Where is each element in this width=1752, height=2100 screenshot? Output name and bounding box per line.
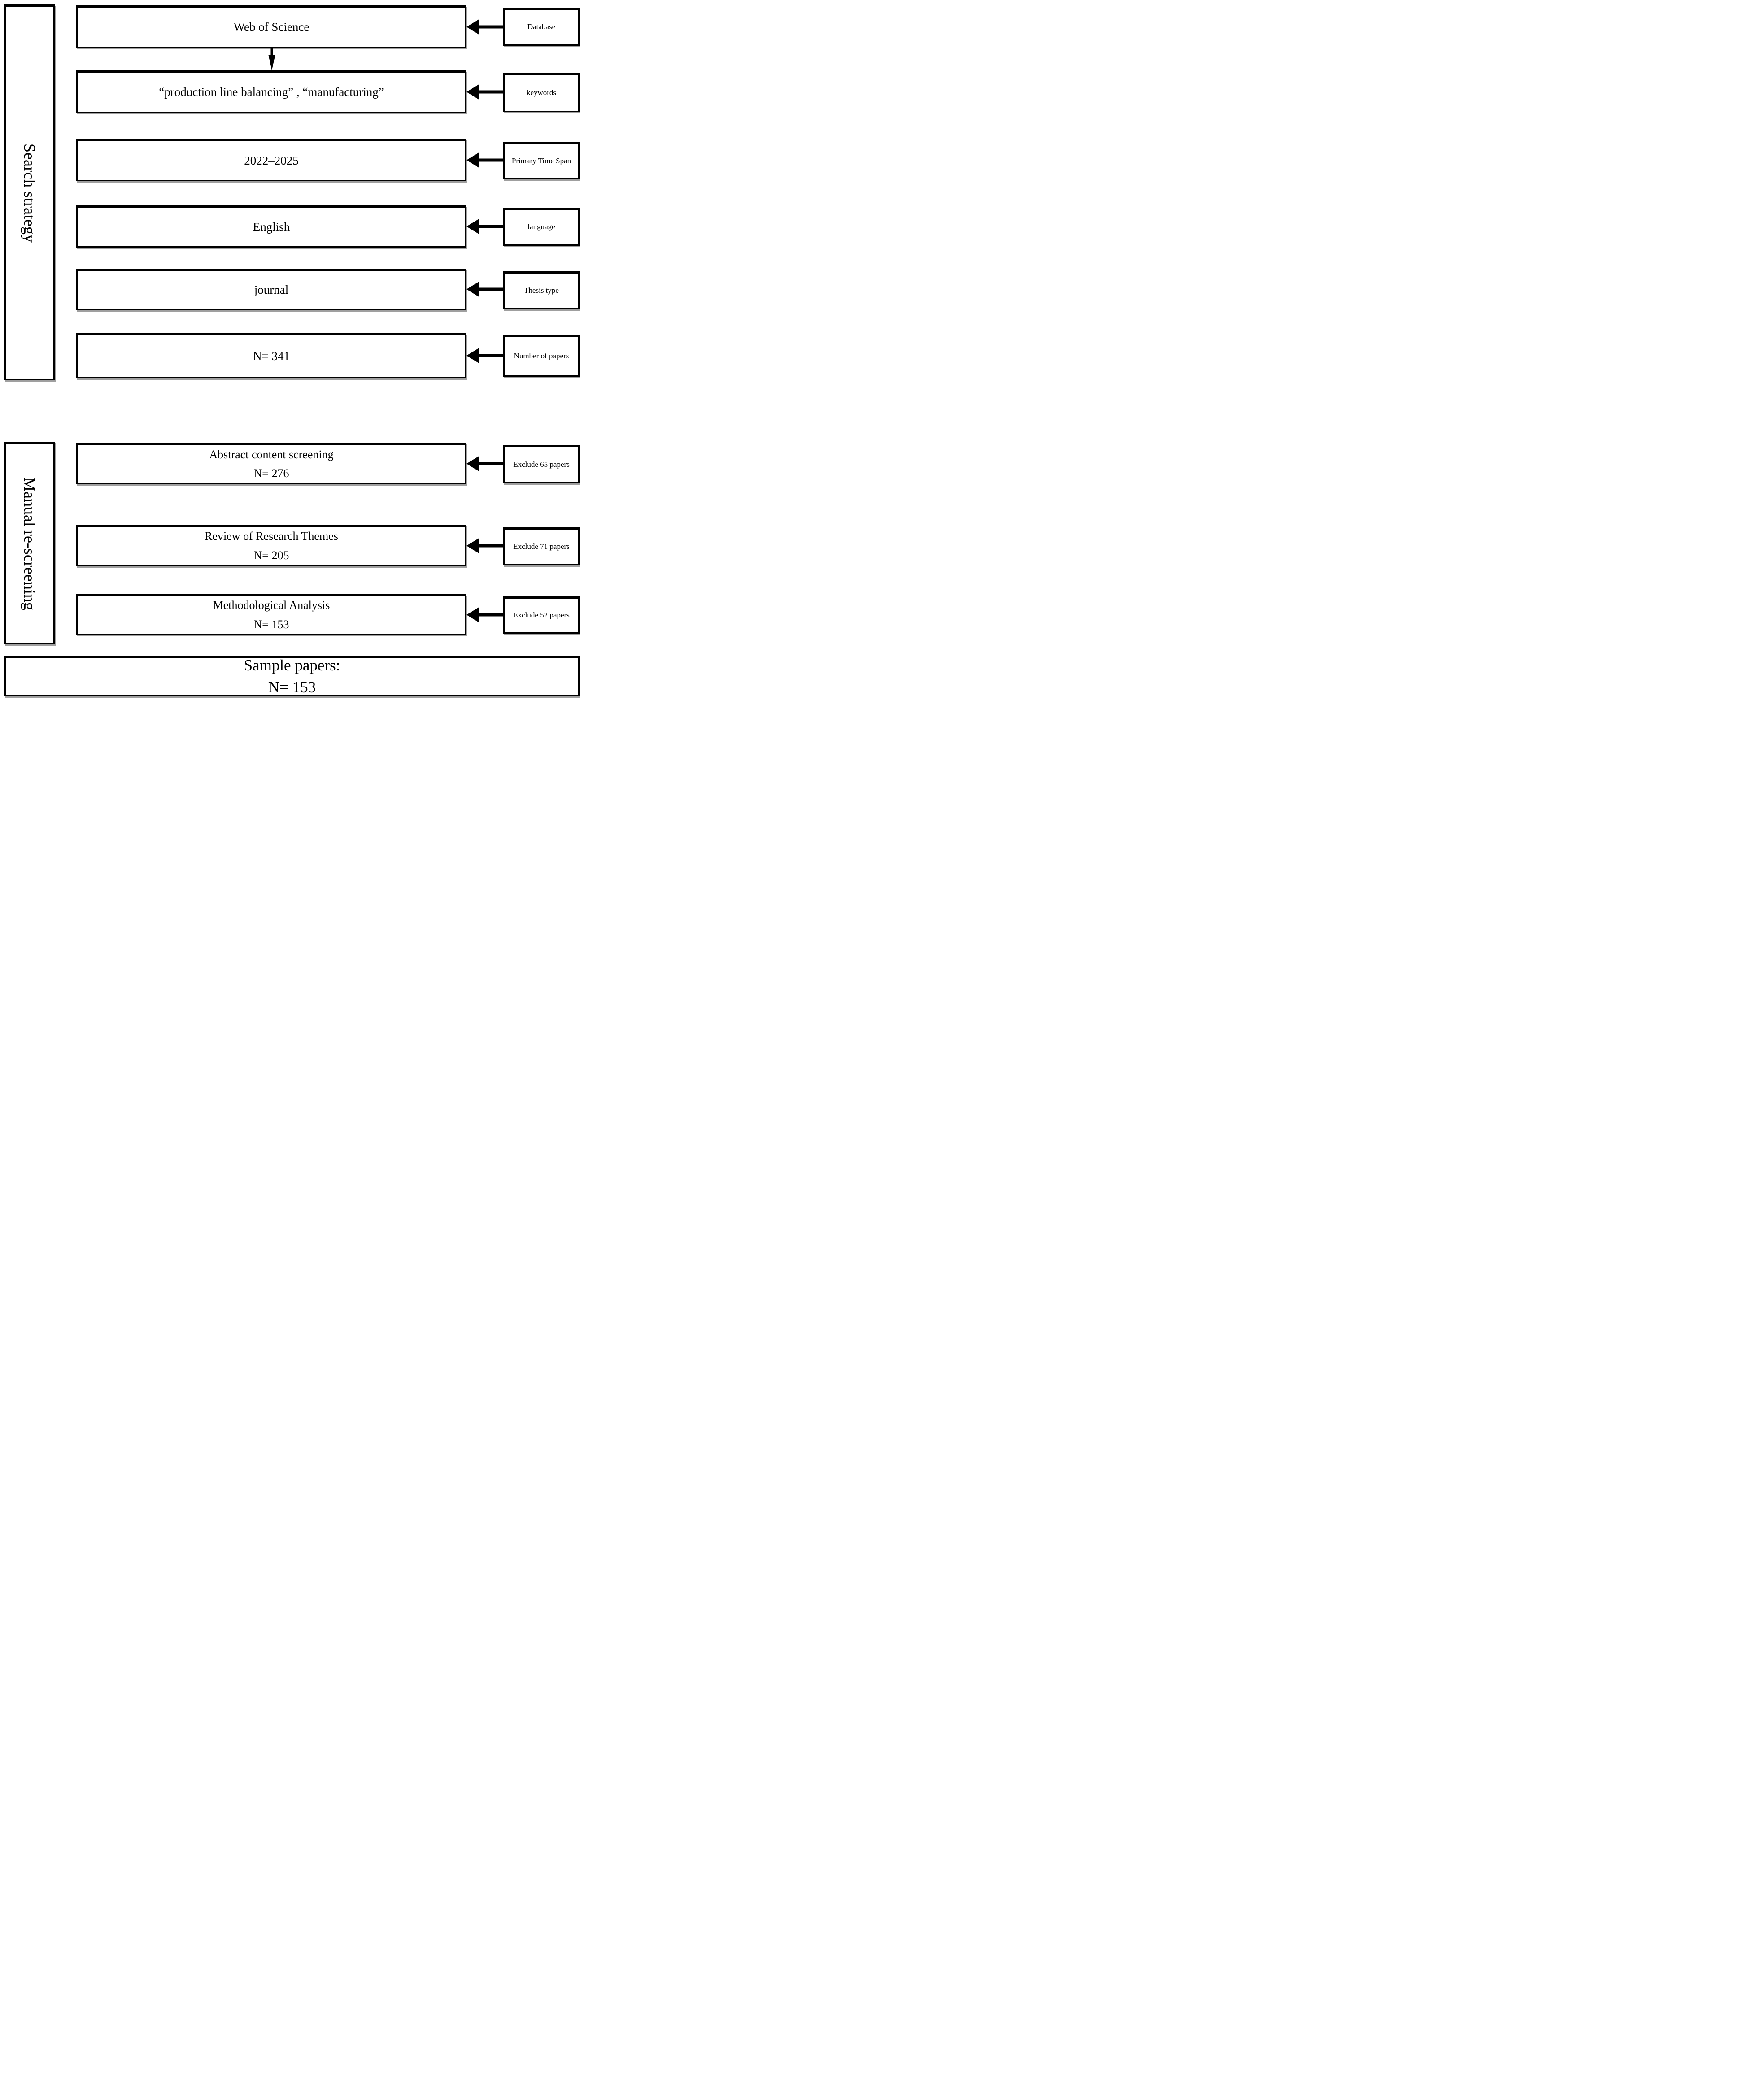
annotation-thesis-type: Thesis type [503,271,580,309]
flow-box-thesis-type-text: journal [254,283,289,297]
flow-box-language-text: English [253,220,290,234]
stage-search-strategy-label: Search strategy [21,143,39,243]
arrow-left-icon [466,538,503,553]
annotation-exclude-52-text: Exclude 52 papers [513,611,570,620]
flow-box-research-themes-count: N= 205 [253,548,289,562]
annotation-timespan: Primary Time Span [503,142,580,179]
flow-box-abstract-screening-count: N= 276 [253,467,289,480]
annotation-language-text: language [527,222,555,231]
literature-screening-flow-diagram: Search strategy Manual re-screening Web … [0,0,584,700]
flow-box-database: Web of Science [76,5,466,48]
stage-manual-rescreening: Manual re-screening [4,442,55,644]
flow-box-research-themes-title: Review of Research Themes [205,530,338,543]
result-box: Sample papers: N= 153 [4,656,580,696]
arrow-left-icon [466,607,503,622]
arrow-left-icon [466,348,503,363]
flow-box-keywords: “production line balancing” , “manufactu… [76,70,466,113]
flow-box-language: English [76,205,466,248]
flow-box-paper-count: N= 341 [76,333,466,378]
result-box-title: Sample papers: [244,657,340,674]
flow-box-timespan: 2022–2025 [76,139,466,181]
stage-search-strategy: Search strategy [4,4,55,380]
arrow-left-icon [466,152,503,168]
annotation-timespan-text: Primary Time Span [511,157,571,165]
arrow-left-icon [466,84,503,100]
arrow-left-icon [466,219,503,234]
arrow-left-icon [466,282,503,297]
annotation-language: language [503,208,580,246]
arrow-down-icon [268,48,275,70]
flow-box-thesis-type: journal [76,269,466,310]
flow-box-methodological-analysis: Methodological Analysis N= 153 [76,594,466,635]
annotation-database: Database [503,8,580,46]
annotation-paper-count: Number of papers [503,335,580,377]
arrow-left-icon [466,456,503,471]
flow-box-keywords-text: “production line balancing” , “manufactu… [159,85,384,99]
flow-box-timespan-text: 2022–2025 [244,153,299,167]
annotation-exclude-71-text: Exclude 71 papers [513,542,570,551]
annotation-thesis-type-text: Thesis type [524,286,559,295]
flow-box-abstract-screening-title: Abstract content screening [209,448,334,461]
stage-manual-rescreening-label: Manual re-screening [21,477,39,610]
flow-box-paper-count-text: N= 341 [253,349,290,363]
annotation-exclude-52: Exclude 52 papers [503,596,580,634]
flow-box-database-text: Web of Science [233,20,309,34]
annotation-keywords: keywords [503,73,580,112]
flow-box-research-themes: Review of Research Themes N= 205 [76,525,466,566]
arrow-left-icon [466,19,503,35]
result-box-count: N= 153 [268,678,316,696]
flow-box-methodological-analysis-count: N= 153 [253,617,289,631]
flow-box-methodological-analysis-title: Methodological Analysis [213,599,330,612]
annotation-paper-count-text: Number of papers [514,352,569,361]
annotation-database-text: Database [527,22,556,31]
annotation-exclude-71: Exclude 71 papers [503,527,580,565]
annotation-exclude-65-text: Exclude 65 papers [513,460,570,469]
flow-box-abstract-screening: Abstract content screening N= 276 [76,443,466,484]
annotation-exclude-65: Exclude 65 papers [503,445,580,483]
annotation-keywords-text: keywords [526,88,557,97]
